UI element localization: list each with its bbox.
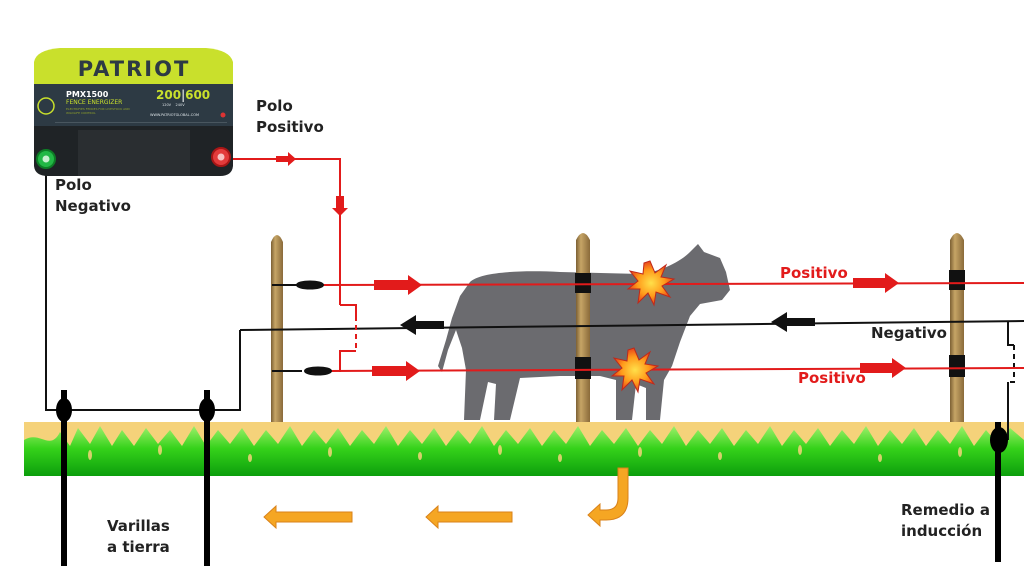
fence-post-middle xyxy=(575,233,591,422)
negative-pole-label-line1: Polo xyxy=(55,176,92,194)
induction-remedy-label: Remedio a inducción xyxy=(901,500,1021,542)
ground-rods-label-line1: Varillas xyxy=(107,517,170,535)
energizer-model: PMX1500 xyxy=(66,90,109,99)
arrow-left-icon xyxy=(425,504,513,530)
grass-highlights xyxy=(88,445,962,462)
arrow-down-icon xyxy=(332,196,348,216)
positive-lead-wire xyxy=(228,158,341,305)
energizer-subtitle: FENCE ENERGIZER xyxy=(66,99,123,106)
positive-circuit xyxy=(228,158,1024,372)
positive-pole-label-line1: Polo xyxy=(256,97,293,115)
ground-rod-1 xyxy=(56,390,72,566)
induction-remedy-label-line1: Remedio a xyxy=(901,501,991,519)
insulator-bottom xyxy=(575,357,591,379)
arrow-left-icon xyxy=(771,312,815,332)
rating-right: 600 xyxy=(185,88,211,102)
positive-current-arrows xyxy=(276,152,906,381)
insulator-top xyxy=(949,270,965,290)
negative-circuit xyxy=(45,168,1024,440)
rating-units: 120V 240V xyxy=(162,103,185,107)
wire-bottom-label: Positivo xyxy=(798,369,866,387)
grass-band xyxy=(24,426,1024,476)
arrow-right-icon xyxy=(276,152,296,166)
positive-jumper-b xyxy=(339,350,356,372)
energizer-website: WWW.PATRIOTGLOBAL.COM xyxy=(150,113,199,117)
arrow-right-icon xyxy=(372,361,420,381)
positive-jumper-a xyxy=(340,304,357,316)
arrow-left-icon xyxy=(400,315,444,335)
ground-return-arrows xyxy=(263,467,629,530)
negative-pole-label-line2: Negativo xyxy=(55,197,131,215)
energizer-top xyxy=(34,48,233,84)
positive-wire-top xyxy=(321,282,1024,286)
return-arrow-icon xyxy=(587,467,629,528)
energizer-fine-print: ELECTRIFIES FENCES FOR LIVESTOCK AND WIL… xyxy=(66,107,130,115)
arrow-left-icon xyxy=(263,504,353,530)
negative-pole-label: Polo Negativo xyxy=(55,175,175,217)
insulator-top xyxy=(575,273,591,293)
energizer-device xyxy=(34,48,233,176)
ground-strip xyxy=(24,422,1024,476)
ground-rod-induction xyxy=(990,422,1008,562)
power-indicator-icon xyxy=(220,112,226,118)
negative-current-arrows xyxy=(400,312,815,335)
energizer-base-inset xyxy=(78,130,190,176)
positive-pole-label: Polo Positivo xyxy=(256,96,376,138)
ground-rod-2 xyxy=(199,390,215,566)
positive-wire-bottom xyxy=(329,367,1024,372)
fence-post-left xyxy=(271,235,283,422)
ground-rods-label: Varillas a tierra xyxy=(107,516,227,558)
left-insulators xyxy=(272,280,332,376)
energizer-panel xyxy=(34,84,233,126)
energizer-rating: 200|600 xyxy=(156,88,211,102)
wire-middle-label: Negativo xyxy=(871,324,947,342)
insulator-bottom xyxy=(949,355,965,377)
energizer-brand: PATRIOT xyxy=(77,57,191,81)
fence-post-right xyxy=(949,233,965,422)
negative-fence-wire xyxy=(239,320,1024,331)
arrow-right-icon xyxy=(860,358,906,378)
energizer-plug-icon xyxy=(37,97,55,115)
induction-jumper xyxy=(1007,322,1014,346)
arrow-right-icon xyxy=(374,275,422,295)
rating-left-unit: 120V xyxy=(162,103,172,107)
induction-remedy-label-line2: inducción xyxy=(901,522,983,540)
spark-bottom-icon xyxy=(610,347,660,394)
induction-jumper-dashed xyxy=(1008,345,1015,383)
arrow-right-icon xyxy=(853,273,899,293)
positive-pole-label-line2: Positivo xyxy=(256,118,324,136)
ground-rods-label-line2: a tierra xyxy=(107,538,170,556)
wire-top-label: Positivo xyxy=(780,264,848,282)
rating-right-unit: 240V xyxy=(175,103,185,107)
negative-lead-wire xyxy=(45,168,241,411)
rating-left: 200 xyxy=(156,88,182,102)
spark-top-icon xyxy=(626,260,676,307)
